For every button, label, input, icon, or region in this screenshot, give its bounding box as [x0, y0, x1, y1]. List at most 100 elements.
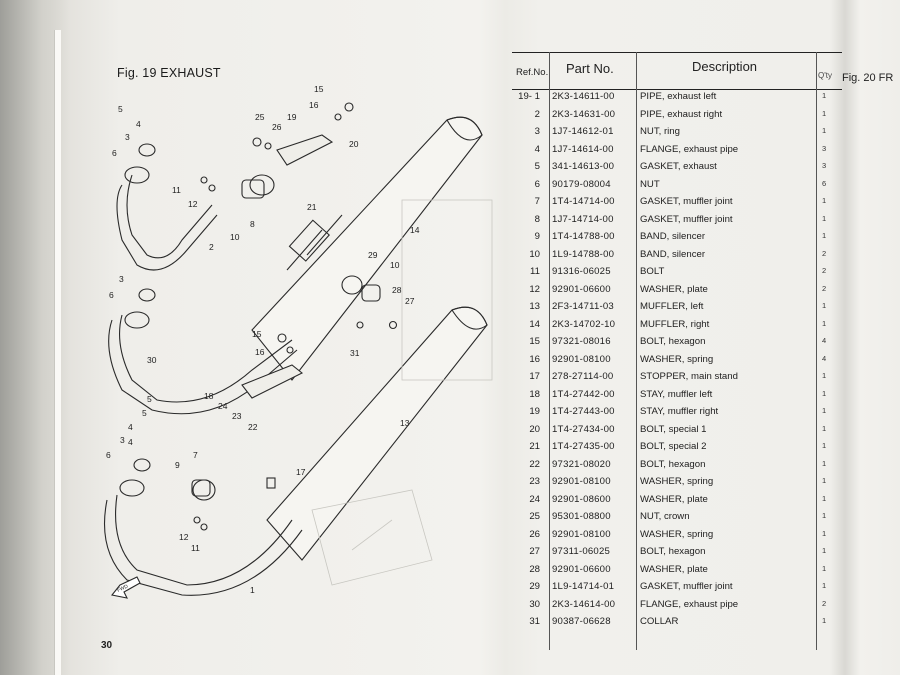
- callout-7: 7: [193, 450, 198, 460]
- pipe-middle-drawing: [108, 314, 298, 415]
- callout-5b: 5: [142, 408, 147, 418]
- callout-25: 25: [255, 112, 265, 122]
- cell-desc: BOLT, special 2: [640, 441, 707, 452]
- fwd-label: FWD: [116, 583, 129, 593]
- cell-ref: 31: [529, 616, 540, 627]
- callout-29: 29: [368, 250, 378, 260]
- cell-qty: 1: [822, 476, 827, 485]
- cell-ref: 13: [529, 301, 540, 312]
- cell-ref: 10: [529, 248, 540, 260]
- cell-ref: 17: [529, 371, 540, 382]
- cell-ref: 14: [529, 318, 540, 330]
- cell-ref: 18: [529, 388, 540, 400]
- cell-ref: 7: [534, 196, 540, 207]
- callout-23: 23: [232, 411, 242, 421]
- cell-part: 90387-06628: [552, 616, 611, 627]
- cell-qty: 1: [822, 423, 827, 433]
- cell-part: 1T4-27442-00: [552, 388, 615, 400]
- cell-desc: NUT, ring: [640, 126, 680, 137]
- cell-part: 1J7-14714-00: [552, 213, 614, 225]
- column-divider: [816, 52, 817, 650]
- cell-ref: 4: [534, 143, 540, 155]
- cell-desc: PIPE, exhaust right: [640, 108, 723, 120]
- cell-ref: 12: [529, 283, 540, 295]
- cell-ref: 30: [529, 598, 540, 610]
- cell-ref: 23: [529, 476, 540, 487]
- cell-ref: 8: [534, 213, 540, 225]
- cell-ref: 29: [529, 581, 540, 592]
- callout-4b: 4: [128, 422, 133, 432]
- cell-part: 1L9-14788-00: [552, 248, 615, 260]
- cell-part: 2K3-14614-00: [552, 598, 616, 610]
- callout-2: 2: [209, 242, 214, 252]
- cell-ref: 24: [529, 493, 540, 505]
- cell-qty: 3: [822, 161, 827, 170]
- cell-ref: 6: [534, 178, 540, 190]
- cell-part: 1T4-27443-00: [552, 406, 615, 417]
- fwd-arrow-icon: [111, 576, 141, 599]
- header-qty: Q'ty: [818, 71, 832, 80]
- callout-30: 30: [147, 355, 157, 365]
- cell-qty: 1: [822, 126, 827, 135]
- table-header: Ref.No. Part No. Description Q'ty: [512, 52, 842, 90]
- callout-6b: 6: [109, 290, 114, 300]
- cell-desc: WASHER, spring: [640, 353, 714, 365]
- cell-part: 97321-08020: [552, 458, 611, 470]
- column-divider: [549, 52, 550, 650]
- cell-ref: 28: [529, 563, 540, 575]
- stay-19-drawing: [276, 134, 334, 166]
- callout-11b: 11: [191, 543, 200, 553]
- cell-desc: BAND, silencer: [640, 231, 706, 242]
- cell-desc: BOLT, hexagon: [640, 336, 706, 347]
- callout-8: 8: [250, 219, 255, 229]
- cell-desc: PIPE, exhaust left: [640, 91, 717, 102]
- cell-part: 2F3-14711-03: [552, 301, 614, 312]
- callout-3b: 3: [119, 274, 124, 284]
- callout-10b: 10: [390, 260, 400, 270]
- cell-ref: 15: [529, 336, 540, 347]
- cell-part: 92901-06600: [552, 563, 611, 575]
- cell-ref: 16: [529, 353, 540, 365]
- cell-desc: BAND, silencer: [640, 248, 706, 260]
- callout-27: 27: [405, 296, 415, 306]
- next-figure-title: Fig. 20 FR: [842, 72, 894, 84]
- cell-qty: 1: [822, 231, 827, 240]
- muffler-right-drawing: [251, 116, 483, 381]
- cell-desc: BOLT: [640, 266, 665, 277]
- cell-qty: 1: [822, 213, 827, 223]
- cell-part: 2K3-14702-10: [552, 318, 616, 330]
- cell-desc: NUT, crown: [640, 511, 690, 522]
- page-edge: [54, 30, 61, 675]
- cell-desc: STAY, muffler right: [640, 406, 719, 417]
- cell-ref: 21: [529, 441, 540, 452]
- cell-part: 1T4-27435-00: [552, 441, 615, 452]
- cell-part: 97321-08016: [552, 336, 611, 347]
- cell-ref: 19: [529, 406, 540, 417]
- callout-15b: 15: [252, 329, 262, 339]
- stay-18-drawing: [241, 364, 304, 399]
- header-description: Description: [692, 59, 758, 74]
- cell-ref: 27: [529, 546, 540, 557]
- cell-ref: 9: [534, 231, 540, 242]
- cell-qty: 1: [822, 616, 827, 625]
- cell-part: 2K3-14611-00: [552, 91, 615, 102]
- callout-10a: 10: [230, 232, 240, 242]
- cell-part: 1J7-14612-01: [552, 126, 614, 137]
- cell-qty: 4: [822, 353, 827, 363]
- cell-qty: 2: [822, 598, 827, 608]
- cell-ref: 22: [529, 458, 540, 470]
